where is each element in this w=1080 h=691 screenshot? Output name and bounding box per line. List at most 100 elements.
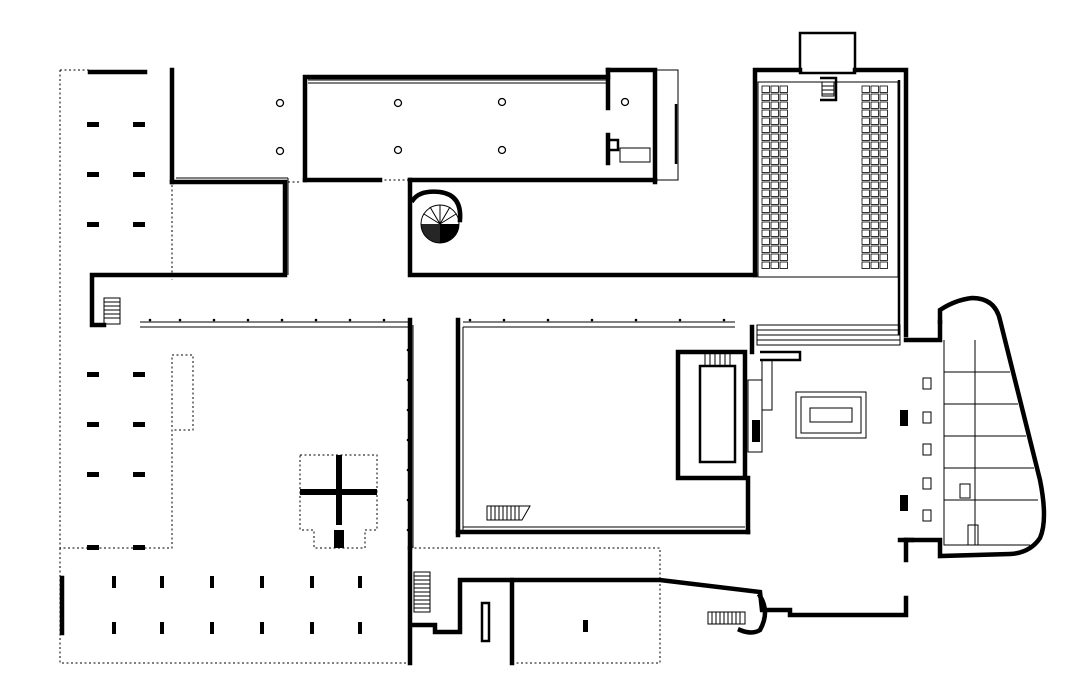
seat — [770, 173, 779, 181]
seat — [879, 205, 888, 213]
seat — [761, 93, 770, 101]
seat — [779, 133, 788, 141]
seat — [761, 157, 770, 165]
seat — [879, 117, 888, 125]
seat — [779, 109, 788, 117]
seat — [770, 181, 779, 189]
seat — [870, 165, 879, 173]
corridor-stair-west — [103, 297, 121, 325]
seat — [861, 109, 870, 117]
south-wing — [59, 545, 909, 666]
seat — [870, 173, 879, 181]
seat — [861, 181, 870, 189]
seat — [770, 237, 779, 245]
entry-stair — [707, 611, 746, 625]
seat — [861, 189, 870, 197]
seat — [770, 261, 779, 269]
seat — [861, 101, 870, 109]
seat — [779, 141, 788, 149]
seat — [779, 157, 788, 165]
seat — [879, 181, 888, 189]
seat — [779, 205, 788, 213]
seat — [861, 133, 870, 141]
seat — [779, 261, 788, 269]
seat — [870, 157, 879, 165]
seat — [761, 125, 770, 133]
seat — [870, 85, 879, 93]
seat — [779, 101, 788, 109]
lobby-posts — [922, 377, 932, 522]
seat — [761, 189, 770, 197]
seat — [779, 117, 788, 125]
garden-stair — [486, 505, 531, 521]
seat — [870, 149, 879, 157]
seat — [779, 85, 788, 93]
seat — [879, 157, 888, 165]
seat — [770, 101, 779, 109]
seat — [861, 93, 870, 101]
seat — [761, 149, 770, 157]
seat — [861, 173, 870, 181]
curved-east-wing — [903, 295, 1047, 559]
seat — [870, 93, 879, 101]
seat — [861, 117, 870, 125]
seat — [879, 245, 888, 253]
seat — [870, 109, 879, 117]
seat — [770, 197, 779, 205]
seat — [879, 221, 888, 229]
seat — [870, 141, 879, 149]
seat — [870, 181, 879, 189]
seat — [870, 101, 879, 109]
seat — [770, 205, 779, 213]
seat — [861, 237, 870, 245]
seat — [861, 213, 870, 221]
seat — [770, 213, 779, 221]
seat — [879, 237, 888, 245]
seat — [761, 245, 770, 253]
mullions-vertical — [406, 348, 410, 532]
seat — [761, 173, 770, 181]
hall-columns — [275, 97, 630, 156]
seat — [870, 133, 879, 141]
spiral-stair — [407, 177, 758, 278]
seat — [861, 221, 870, 229]
seat — [779, 149, 788, 157]
seat — [861, 85, 870, 93]
seat — [870, 125, 879, 133]
seat — [779, 221, 788, 229]
seat — [779, 173, 788, 181]
seat — [779, 189, 788, 197]
seat — [861, 245, 870, 253]
west-corridor — [89, 177, 410, 328]
seat — [861, 261, 870, 269]
seat — [879, 133, 888, 141]
auditorium — [752, 31, 909, 338]
seat — [761, 205, 770, 213]
seat — [861, 149, 870, 157]
seat — [770, 109, 779, 117]
seat — [870, 213, 879, 221]
seat — [761, 133, 770, 141]
seat — [770, 93, 779, 101]
south-piers — [112, 576, 362, 634]
foyer — [747, 319, 943, 563]
seat — [870, 253, 879, 261]
seat — [879, 149, 888, 157]
seat — [770, 133, 779, 141]
seat — [761, 261, 770, 269]
seat — [870, 237, 879, 245]
courtyard — [299, 317, 414, 551]
seat — [879, 197, 888, 205]
seat — [761, 85, 770, 93]
seat — [879, 141, 888, 149]
seat — [870, 221, 879, 229]
seat — [870, 205, 879, 213]
info-desk — [795, 391, 867, 439]
seat — [761, 117, 770, 125]
seat — [861, 125, 870, 133]
seat — [861, 205, 870, 213]
seat — [779, 245, 788, 253]
seat — [870, 245, 879, 253]
seat — [870, 189, 879, 197]
seat — [770, 141, 779, 149]
